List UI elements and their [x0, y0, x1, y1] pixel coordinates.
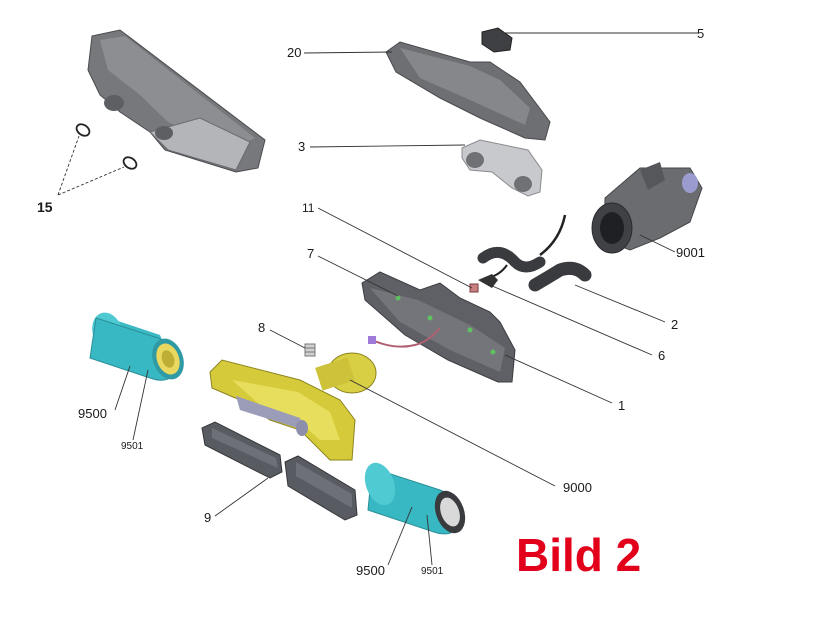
- light-bracket-part: [461, 139, 543, 197]
- roller-cover-parts: [201, 421, 358, 521]
- label-1: 1: [618, 398, 625, 413]
- label-2: 2: [671, 317, 678, 332]
- label-6: 6: [658, 348, 665, 363]
- connector-part: [469, 274, 498, 293]
- label-7: 7: [307, 246, 314, 261]
- roller-bottom-part: [364, 462, 466, 535]
- top-housing-part: [87, 29, 266, 173]
- o-ring-parts: [75, 123, 138, 170]
- label-15: 15: [37, 199, 53, 215]
- base-plate-part: [361, 271, 516, 383]
- label-9500-left: 9500: [78, 406, 107, 421]
- label-8: 8: [258, 320, 265, 335]
- label-9000: 9000: [563, 480, 592, 495]
- label-9500-bottom: 9500: [356, 563, 385, 578]
- label-3: 3: [298, 139, 305, 154]
- label-9001: 9001: [676, 245, 705, 260]
- motor-frame-part: [209, 327, 441, 461]
- label-11: 11: [302, 201, 315, 215]
- label-5: 5: [697, 26, 704, 41]
- label-9501-left: 9501: [121, 441, 144, 452]
- clip-bracket-part: [481, 27, 513, 53]
- roller-left-part: [89, 312, 184, 381]
- label-20: 20: [287, 45, 301, 60]
- cover-plate-part: [385, 41, 551, 141]
- leader-lines: [57, 32, 698, 566]
- hose-parts: [477, 214, 592, 292]
- figure-title: Bild 2: [516, 529, 642, 581]
- label-9501-bottom: 9501: [421, 566, 444, 577]
- spring-part: [304, 343, 316, 357]
- label-9: 9: [204, 510, 211, 525]
- motor-housing-part: [591, 162, 703, 254]
